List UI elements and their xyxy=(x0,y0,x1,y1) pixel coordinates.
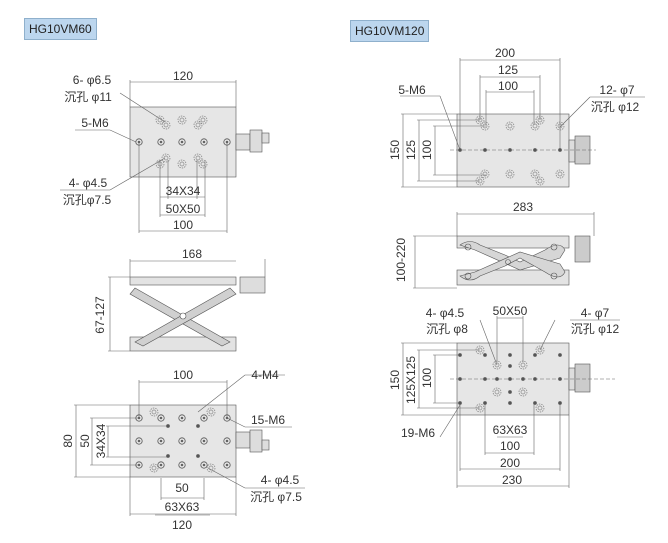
dim-label: 230 xyxy=(501,473,523,487)
model1-side-view xyxy=(108,259,266,352)
callout-label: 5-M6 xyxy=(398,83,426,97)
callout-label: 沉孔 φ7.5 xyxy=(250,490,302,504)
dim-label: 168 xyxy=(181,247,203,261)
model2-side-view xyxy=(413,212,595,289)
callout-label: 5-M6 xyxy=(81,116,109,130)
callout-label: 4- φ4.5 xyxy=(68,176,108,190)
dim-label: 150 xyxy=(388,369,402,391)
dim-label: 125X125 xyxy=(404,355,418,405)
model-title-hg10vm120: HG10VM120 xyxy=(350,20,430,42)
dim-label: 125 xyxy=(404,139,418,161)
dim-label: 120 xyxy=(172,69,194,83)
dim-label: 100 xyxy=(499,439,521,453)
dim-label: 50 xyxy=(78,434,92,448)
dim-label: 200 xyxy=(499,456,521,470)
callout-label: 沉孔 φ12 xyxy=(590,100,640,114)
callout-label: 6- φ6.5 xyxy=(72,73,112,87)
dim-label: 120 xyxy=(171,518,193,532)
callout-label: 19-M6 xyxy=(400,426,436,440)
dim-label: 100-220 xyxy=(394,237,408,283)
callout-label: 12- φ7 xyxy=(599,83,635,97)
callout-label: 沉孔φ7.5 xyxy=(62,193,112,207)
model2-top-view xyxy=(400,58,645,188)
dim-label: 50X50 xyxy=(165,202,201,216)
dim-label: 63X63 xyxy=(164,500,200,514)
callout-label: 4-M4 xyxy=(251,368,279,382)
dim-label: 200 xyxy=(494,46,516,60)
dim-label: 100 xyxy=(172,218,194,232)
callout-label: 沉孔 φ8 xyxy=(426,322,468,336)
dim-label: 100 xyxy=(420,139,434,161)
dim-label: 63X63 xyxy=(492,423,528,437)
dim-label: 80 xyxy=(61,434,75,448)
model-title-hg10vm60: HG10VM60 xyxy=(24,18,97,40)
dim-label: 100 xyxy=(497,79,519,93)
dim-label: 125 xyxy=(497,63,519,77)
model2-bottom-view xyxy=(401,316,620,488)
dim-label: 50X50 xyxy=(492,304,528,318)
dim-label: 100 xyxy=(172,368,194,382)
callout-label: 4- φ7 xyxy=(580,306,610,320)
dim-label: 34X34 xyxy=(165,184,201,198)
dim-label: 283 xyxy=(512,200,534,214)
dim-label: 34X34 xyxy=(94,423,108,459)
callout-label: 沉孔 φ12 xyxy=(570,322,620,336)
dim-label: 100 xyxy=(420,367,434,389)
callout-label: 15-M6 xyxy=(250,413,286,427)
callout-label: 4- φ4.5 xyxy=(425,306,465,320)
dim-label: 67-127 xyxy=(93,296,107,334)
dim-label: 150 xyxy=(388,139,402,161)
callout-label: 4- φ4.5 xyxy=(260,473,300,487)
callout-label: 沉孔 φ11 xyxy=(64,90,112,104)
dim-label: 50 xyxy=(175,481,189,495)
